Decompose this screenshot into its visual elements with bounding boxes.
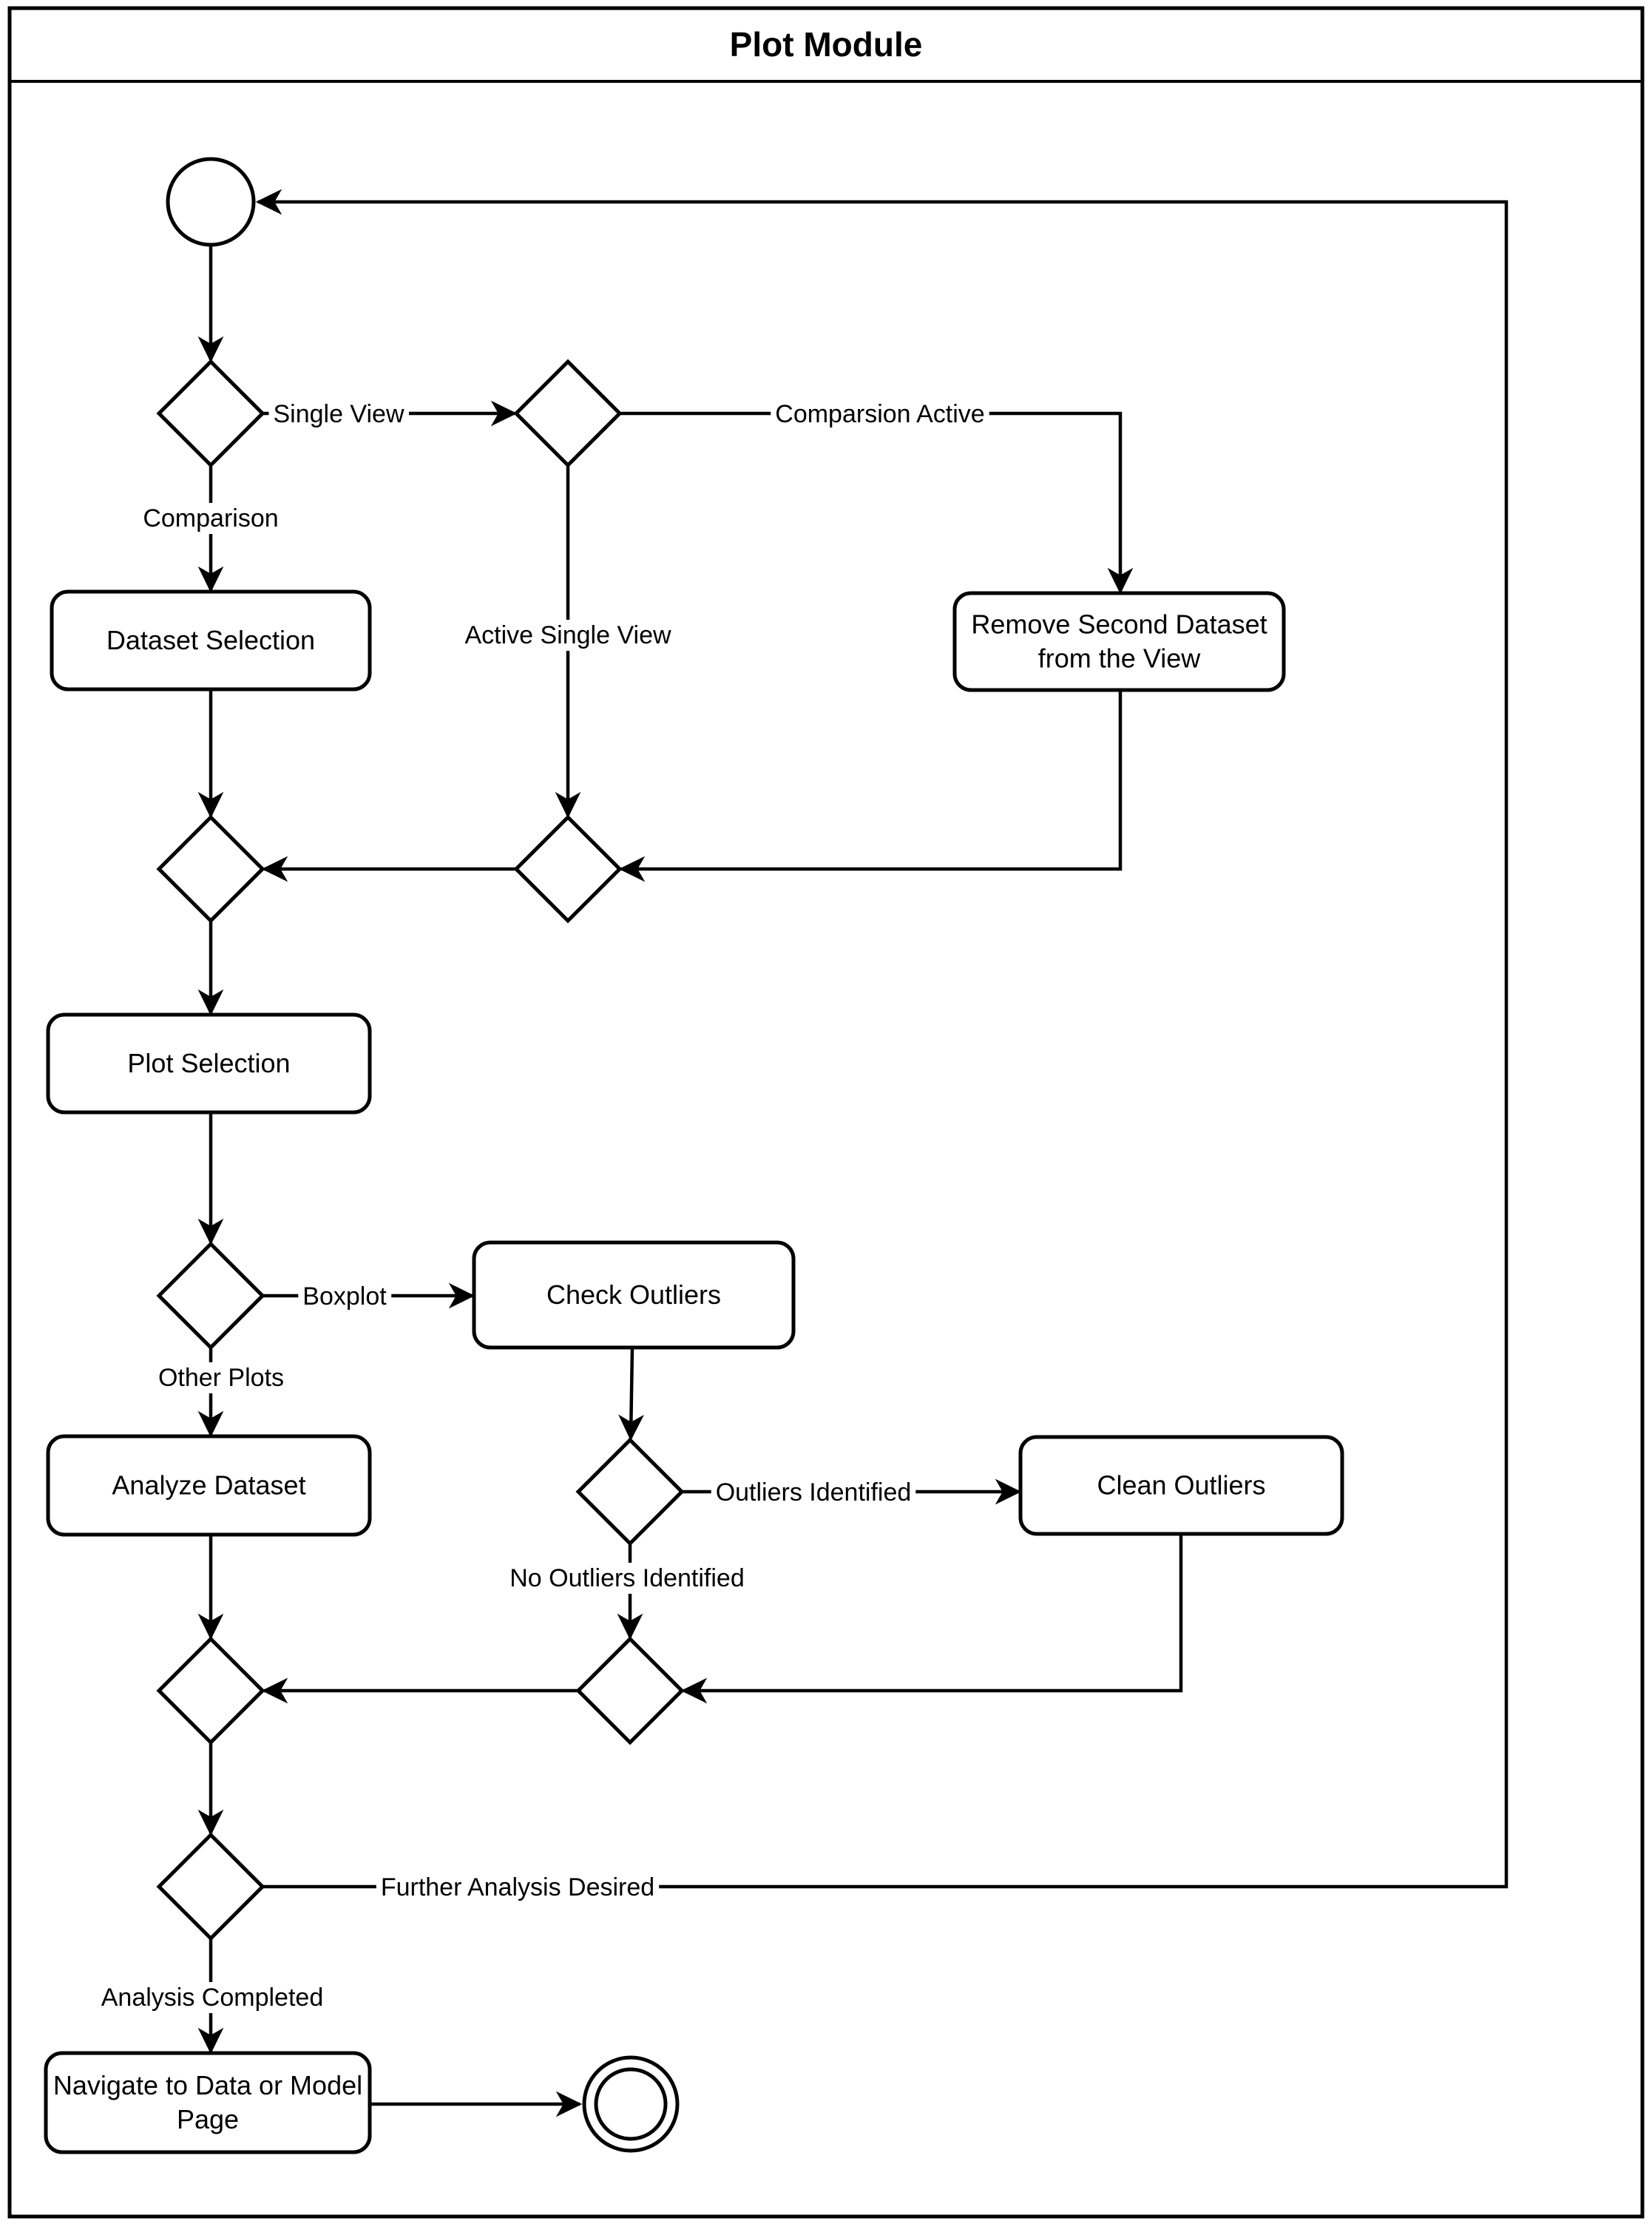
- page-title: Plot Module: [730, 25, 923, 64]
- node-merge-right-2: [575, 1636, 685, 1745]
- node-end-node: [582, 2055, 680, 2153]
- decision-diamond-shape: [513, 814, 623, 924]
- action-box-shape: [46, 1012, 372, 1115]
- action-box-shape: [44, 2051, 372, 2154]
- edge-outliers-identified-label-bg: [711, 1477, 916, 1508]
- node-activity-dataset-selection: Dataset Selection: [50, 589, 372, 692]
- node-decision-outliers: [575, 1437, 685, 1546]
- action-box-shape: [46, 1434, 372, 1537]
- decision-diamond-shape: [156, 1636, 265, 1745]
- activity-analyze-dataset-label: Analyze Dataset: [112, 1470, 305, 1501]
- edge-remove-to-merge: [618, 690, 1123, 882]
- edge-no-outliers-identified-label: No Outliers Identified: [510, 1564, 745, 1592]
- edge-analysis-completed-label-bg: [96, 1982, 328, 2013]
- edge-boxplot-label-bg: [298, 1281, 392, 1312]
- node-decision-view-mode: [156, 359, 265, 468]
- edge-further-analysis-loop: [255, 189, 1509, 1889]
- diagram-layer: Single View Comparsion ActiveComparisonAc…: [44, 157, 1509, 2154]
- edge-comparsion-active-label: Comparsion Active: [775, 400, 984, 428]
- action-box-shape: [50, 589, 372, 692]
- edge-comparsion-active: [620, 411, 1134, 595]
- decision-diamond-shape: [513, 359, 623, 468]
- edge-outliers-identified-label: Outliers Identified: [716, 1478, 912, 1507]
- edge-active-single-view-label-bg: [460, 620, 676, 651]
- edge-boxplot-label: Boxplot: [302, 1282, 387, 1311]
- edge-check-to-outliers-decision: [618, 1347, 644, 1441]
- decision-diamond-shape: [156, 1832, 265, 1941]
- edge-clean-to-merge: [680, 1534, 1183, 1704]
- edge-active-single-view-label: Active Single View: [464, 621, 671, 649]
- edge-comparison-label-bg: [138, 503, 283, 534]
- node-decision-plot-type: [156, 1241, 265, 1350]
- edge-single-view-label: Single View: [273, 400, 404, 428]
- action-box-shape: [1018, 1435, 1344, 1536]
- node-start-node: [166, 157, 256, 247]
- decision-diamond-shape: [156, 359, 265, 468]
- edge-further-analysis-loop-label: Further Analysis Desired: [381, 1873, 654, 1901]
- node-merge-left-1: [156, 814, 265, 924]
- decision-diamond-shape: [156, 814, 265, 924]
- activity-dataset-selection-label: Dataset Selection: [106, 625, 315, 655]
- edge-single-view-label-bg: [268, 399, 409, 430]
- decision-diamond-shape: [575, 1437, 685, 1546]
- action-box-shape: [472, 1240, 796, 1350]
- edge-comparsion-active-label-bg: [771, 399, 989, 430]
- node-merge-left-2: [156, 1636, 265, 1745]
- node-activity-analyze-dataset: Analyze Dataset: [46, 1434, 372, 1537]
- activity-clean-outliers-label: Clean Outliers: [1097, 1470, 1265, 1501]
- activity-check-outliers-label: Check Outliers: [546, 1279, 721, 1310]
- activity-plot-selection-label: Plot Selection: [127, 1048, 290, 1078]
- action-box-shape: [952, 591, 1286, 692]
- page-border: [7, 6, 1645, 2219]
- start-circle-shape: [166, 157, 256, 247]
- node-activity-check-outliers: Check Outliers: [472, 1240, 796, 1350]
- decision-diamond-shape: [575, 1636, 685, 1745]
- node-merge-right-1: [513, 814, 623, 924]
- node-activity-plot-selection: Plot Selection: [46, 1012, 372, 1115]
- edge-comparison-label: Comparison: [143, 504, 278, 532]
- edge-further-analysis-loop-label-bg: [376, 1872, 660, 1903]
- node-activity-clean-outliers: Clean Outliers: [1018, 1435, 1344, 1536]
- decision-diamond-shape: [156, 1241, 265, 1350]
- edge-other-plots-label-bg: [153, 1362, 289, 1393]
- edge-analysis-completed-label: Analysis Completed: [101, 1984, 323, 2012]
- node-decision-further-analysis: [156, 1832, 265, 1941]
- edge-other-plots-label: Other Plots: [158, 1364, 284, 1392]
- edge-no-outliers-identified-label-bg: [505, 1563, 749, 1594]
- node-decision-comparison-state: [513, 359, 623, 468]
- end-circle-inner: [594, 2067, 668, 2141]
